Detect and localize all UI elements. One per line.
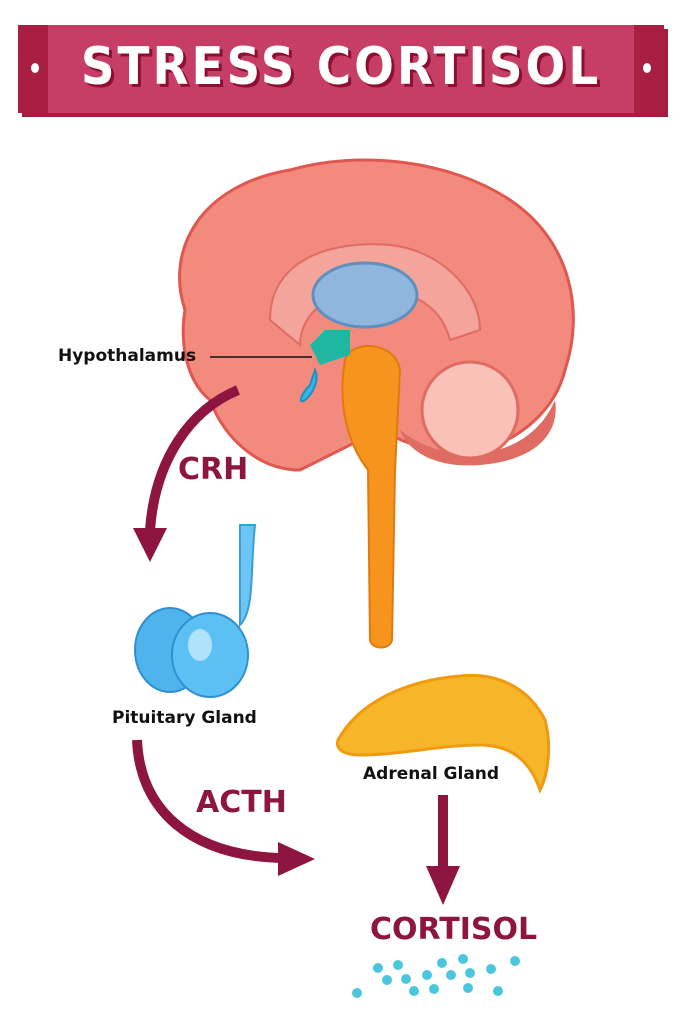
cortisol-dot <box>373 963 383 973</box>
cortisol-dot <box>429 984 439 994</box>
cortisol-dot <box>409 986 419 996</box>
adrenal-gland-label: Adrenal Gland <box>363 764 500 784</box>
cortisol-dot <box>382 975 392 985</box>
acth-label: ACTH <box>196 785 287 820</box>
acth-arrowhead <box>278 842 315 876</box>
pituitary-gland-illustration <box>134 524 257 698</box>
crh-label: CRH <box>178 452 249 487</box>
cortisol-dot <box>463 983 473 993</box>
brain-illustration <box>178 158 575 649</box>
cortisol-dot <box>493 986 503 996</box>
adrenal-gland-illustration <box>335 673 551 794</box>
cortisol-dot <box>446 970 456 980</box>
crh-arrow <box>145 385 240 531</box>
hypothalamus-label: Hypothalamus <box>58 346 197 366</box>
cortisol-dot <box>465 968 475 978</box>
cortisol-arrowhead <box>426 866 460 905</box>
cortisol-dot <box>393 960 403 970</box>
cortisol-dot <box>510 956 520 966</box>
title-banner: STRESS CORTISOL <box>18 25 664 113</box>
cortisol-dot <box>401 974 411 984</box>
banner-hole <box>643 63 651 73</box>
cortisol-dot <box>352 988 362 998</box>
cortisol-dot <box>458 954 468 964</box>
cortisol-label: CORTISOL <box>370 912 538 947</box>
crh-arrowhead <box>133 528 167 562</box>
acth-arrow <box>132 739 281 863</box>
page-title: STRESS CORTISOL <box>80 37 602 97</box>
cortisol-dot <box>486 964 496 974</box>
cortisol-molecules <box>352 954 520 998</box>
banner-hole <box>31 63 39 73</box>
cortisol-dot <box>422 970 432 980</box>
cortisol-dot <box>437 958 447 968</box>
pituitary-gland-label: Pituitary Gland <box>112 708 257 728</box>
